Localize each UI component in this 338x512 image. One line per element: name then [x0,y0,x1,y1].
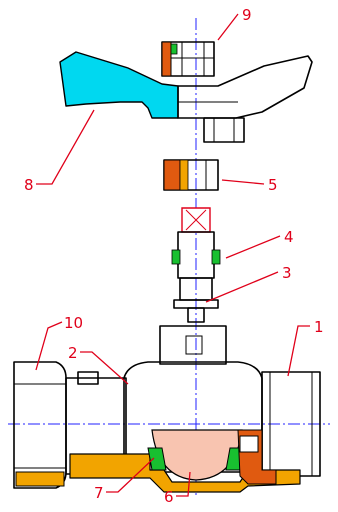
union-nut-part [13,361,67,489]
callout-5: 5 [268,176,278,194]
callout-6: 6 [164,488,174,506]
callout-8: 8 [24,176,34,194]
valve-body-assembly [13,325,321,493]
packing-nut-part [163,159,219,191]
callout-4: 4 [284,228,294,246]
callout-7: 7 [94,484,104,502]
stem-part [171,207,221,323]
butterfly-handle-part [59,51,313,143]
centerlines [8,18,330,495]
handle-nut-part [161,41,215,77]
callout-labels: 9 8 5 4 3 1 2 10 7 6 [24,6,324,506]
callout-3: 3 [282,264,292,282]
callout-1: 1 [314,318,324,336]
callout-10: 10 [64,314,83,332]
callout-9: 9 [242,6,252,24]
callout-2: 2 [68,344,78,362]
leader-lines [35,13,310,497]
